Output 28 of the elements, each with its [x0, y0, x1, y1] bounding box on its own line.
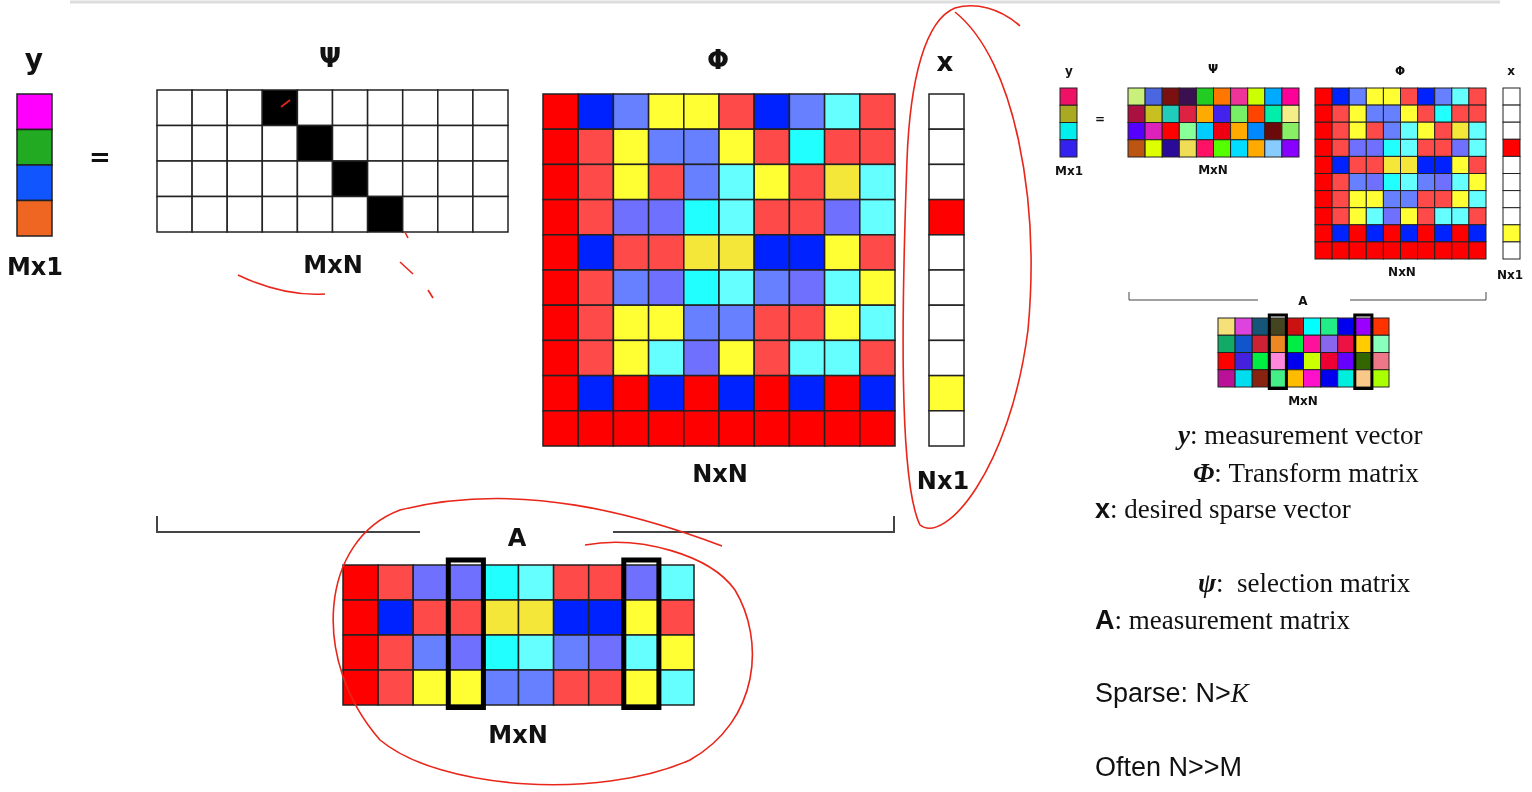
dimension-label: MxN	[488, 721, 548, 749]
dimension-label: Mx1	[6, 253, 64, 281]
matrix-symbol: Φ	[706, 45, 730, 75]
matrix-symbol: A	[1298, 295, 1308, 309]
definition-text: x: desired sparse vector	[1095, 495, 1351, 525]
dimension-label: NxN	[692, 460, 748, 488]
definition-text: Φ: Transform matrix	[1193, 459, 1419, 489]
matrix-symbol: Φ	[1394, 65, 1406, 79]
matrix-symbol: x	[1507, 65, 1515, 79]
matrix-symbol: Ψ	[1207, 63, 1219, 77]
dimension-label: Nx1	[1496, 269, 1524, 283]
definition-text: Often N>>M	[1095, 753, 1243, 783]
dimension-label: Nx1	[916, 467, 970, 495]
matrix-symbol: x	[936, 47, 954, 77]
matrix-symbol: y	[1065, 65, 1073, 79]
equals-sign: =	[1094, 113, 1106, 127]
definition-text: ψ: selection matrix	[1198, 569, 1411, 599]
matrix-symbol: y	[24, 44, 44, 76]
dimension-label: MxN	[1288, 395, 1318, 409]
equals-sign: =	[89, 142, 111, 172]
definition-text: A: measurement matrix	[1095, 606, 1350, 636]
dimension-label: Mx1	[1055, 165, 1083, 179]
dimension-label: MxN	[303, 251, 363, 279]
definition-text: Sparse: N>K	[1095, 679, 1249, 709]
matrix-symbol: A	[507, 524, 527, 552]
matrix-symbol: Ψ	[318, 43, 342, 73]
dimension-label: NxN	[1388, 266, 1416, 280]
dimension-label: MxN	[1198, 164, 1228, 178]
